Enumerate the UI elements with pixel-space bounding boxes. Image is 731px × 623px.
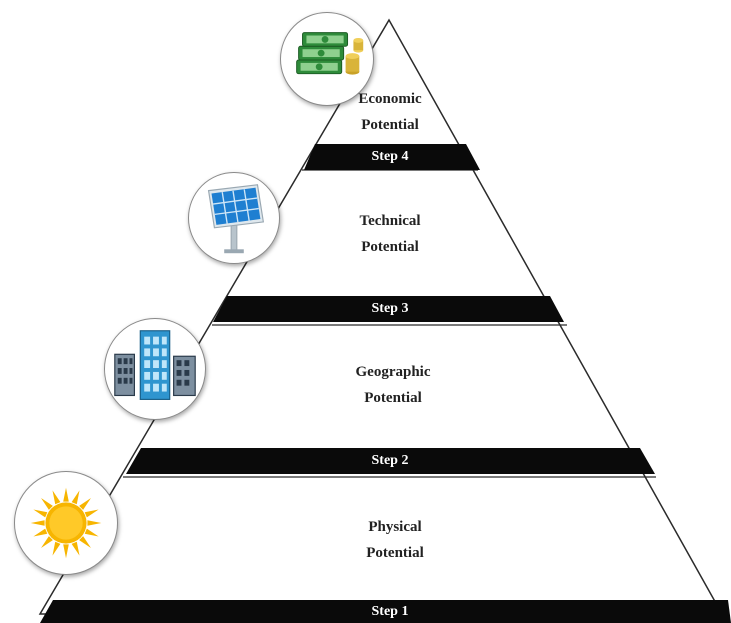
money-icon-circle: [280, 12, 374, 106]
tier-label-line2: Potential: [361, 239, 419, 255]
sun-ray: [63, 487, 69, 502]
sun-ray: [79, 498, 91, 510]
sun-ray: [52, 541, 61, 556]
sun-ray: [71, 490, 80, 505]
step-band-1: [40, 600, 731, 623]
tier-label-line1: Economic: [358, 91, 422, 107]
buildings-icon-circle: [104, 318, 206, 420]
step-band-4: [304, 144, 480, 170]
tier-label-economic: Economic Potential: [340, 86, 440, 138]
sun-icon-circle: [14, 471, 118, 575]
sun-ray: [52, 490, 61, 505]
tier-label-physical: Physical Potential: [340, 514, 450, 566]
tier-label-line2: Potential: [361, 117, 419, 133]
sun-ray: [79, 536, 91, 548]
step-label-1: Step 1: [371, 604, 409, 619]
tier-label-line2: Potential: [364, 390, 422, 406]
sun-ray: [87, 520, 102, 526]
buildings-icon: [114, 330, 196, 400]
sun-ray: [71, 541, 80, 556]
step-band-2: [126, 448, 655, 474]
tier-label-geographic: Geographic Potential: [333, 359, 453, 411]
step-label-4: Step 4: [371, 149, 409, 164]
solar-panel-icon: [207, 184, 265, 254]
sun-ray: [41, 536, 53, 548]
tier-label-line2: Potential: [366, 545, 424, 561]
step-label-3: Step 3: [371, 301, 409, 316]
tier-label-line1: Geographic: [355, 364, 431, 380]
sun-ray: [63, 544, 69, 559]
tier-label-line1: Technical: [359, 213, 421, 229]
step-band-3: [213, 296, 564, 322]
sun-ray: [41, 498, 53, 510]
sun-ray: [30, 520, 45, 526]
sun-ray: [84, 528, 99, 537]
sun-ray: [33, 528, 48, 537]
step-label-2: Step 2: [371, 453, 409, 468]
money-stack-icon: [296, 32, 364, 75]
sun-ray: [84, 509, 99, 518]
sun-ray: [33, 509, 48, 518]
tier-label-technical: Technical Potential: [340, 208, 440, 260]
sun-icon: [30, 487, 102, 559]
solar-icon-circle: [188, 172, 280, 264]
tier-label-line1: Physical: [368, 519, 422, 535]
